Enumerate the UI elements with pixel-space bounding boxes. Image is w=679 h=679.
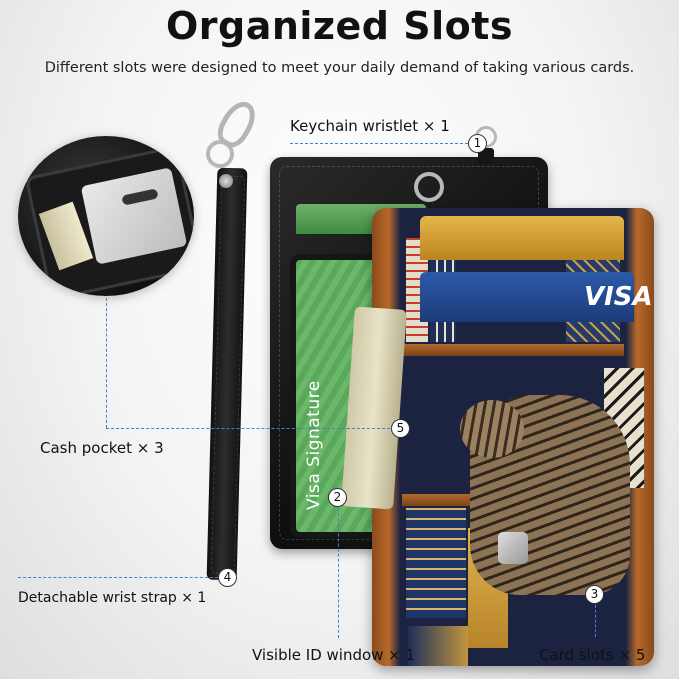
cash-pocket-zoom-image <box>18 136 194 296</box>
keyring-ring-icon <box>206 140 234 168</box>
callout-2-badge: 2 <box>328 488 347 507</box>
gold-card <box>420 216 624 260</box>
card-chip <box>498 532 528 564</box>
card-logo-text: VISA <box>584 282 653 312</box>
callout-cash-pocket-label: Cash pocket × 3 <box>40 439 164 457</box>
callout-id-window-label: Visible ID window × 1 <box>252 646 416 664</box>
callout-wrist-strap-label: Detachable wrist strap × 1 <box>18 590 207 606</box>
page-title: Organized Slots <box>165 4 514 48</box>
page-subtitle: Different slots were designed to meet yo… <box>44 60 635 76</box>
callout-card-slots-label: Card slots × 5 <box>539 646 646 664</box>
callout-4-badge: 4 <box>218 568 237 587</box>
blue-card <box>420 272 634 322</box>
callout-3-badge: 3 <box>585 585 604 604</box>
callout-1-badge: 1 <box>468 134 487 153</box>
callout-5-badge: 5 <box>391 419 410 438</box>
callout-keychain-label: Keychain wristlet × 1 <box>290 117 450 135</box>
strap-rivet <box>219 174 233 188</box>
d-ring-icon <box>414 172 444 202</box>
